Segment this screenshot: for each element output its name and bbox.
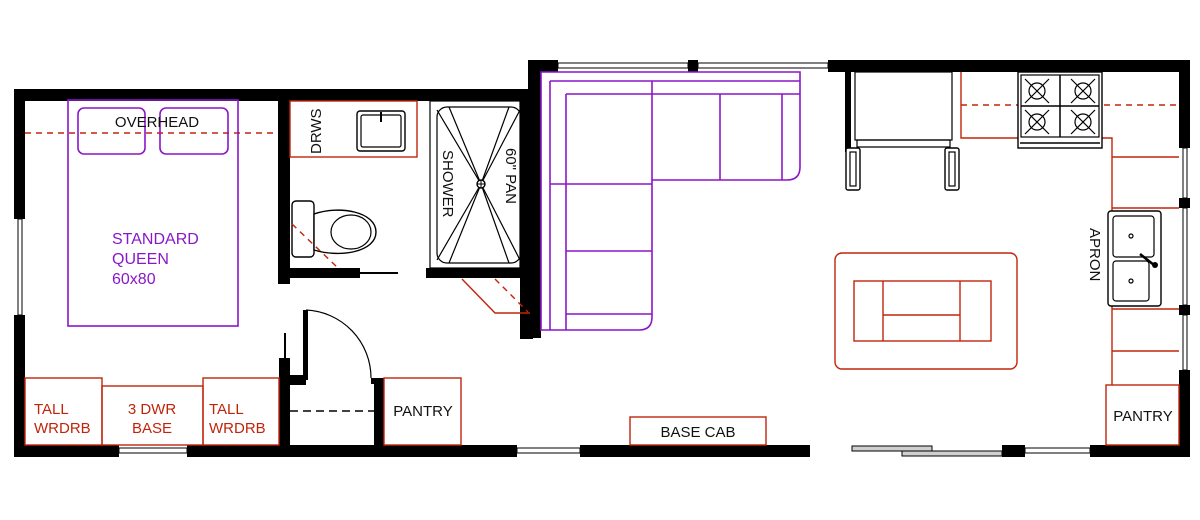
exterior-walls — [14, 60, 1190, 457]
hall-pantry-label: PANTRY — [393, 403, 452, 420]
living-room: BASE CAB — [540, 71, 801, 446]
dresser-line1: 3 DWR — [128, 401, 177, 418]
base-cabinet — [629, 416, 767, 446]
kitchen-window-lower — [1182, 314, 1188, 371]
bedroom: OVERHEAD STANDARD QUEEN 60x80 TALL WRDRB… — [24, 99, 280, 446]
tall-wardrobe-left-line2: WRDRB — [34, 420, 91, 437]
chair-right-icon — [944, 147, 960, 191]
bathroom-sink-icon — [356, 110, 406, 152]
sliding-door-panel-1 — [851, 445, 933, 452]
hall: PANTRY — [290, 309, 462, 446]
refrigerator-icon — [854, 71, 953, 148]
sliding-door-panel-2 — [901, 450, 1003, 457]
base-cab-label: BASE CAB — [660, 424, 735, 441]
door-swing-arc — [305, 309, 372, 379]
bed-label-line3: 60x80 — [112, 271, 156, 288]
living-top-window-left — [557, 62, 689, 69]
kitchen-bottom-window — [1024, 447, 1091, 454]
kitchen-pantry-label: PANTRY — [1113, 408, 1172, 425]
shower-door-swing — [461, 278, 530, 314]
shower-pan-label: 60" PAN — [502, 148, 519, 204]
tall-wardrobe-right-line2: WRDRB — [209, 420, 266, 437]
hall-pantry — [383, 377, 462, 446]
bedroom-side-window — [17, 218, 23, 316]
bathroom: DRWS SHOWER 60" PAN — [289, 100, 530, 314]
bed-label-line2: QUEEN — [112, 251, 169, 268]
interior-walls — [278, 89, 533, 457]
upper-counter — [960, 72, 1018, 139]
chair-left-icon — [845, 147, 861, 191]
sectional-sofa — [540, 71, 801, 331]
gas-range-icon — [1017, 71, 1103, 149]
kitchen-pantry — [1105, 384, 1180, 446]
kitchen-window-mid — [1182, 207, 1188, 306]
vanity-label: DRWS — [308, 108, 325, 154]
kitchen-island — [834, 252, 1018, 370]
shower-pan-icon — [429, 100, 522, 269]
kitchen-window-upper — [1182, 147, 1188, 199]
bed-label-line1: STANDARD — [112, 231, 199, 248]
vanity-drawers — [289, 100, 418, 158]
apron-sink-label: APRON — [1086, 228, 1103, 281]
apron-sink-icon — [1107, 210, 1162, 307]
kitchen: APRON PANTRY — [834, 71, 1180, 446]
tall-wardrobe-right-line1: TALL — [209, 401, 244, 418]
living-top-window-right — [697, 62, 829, 69]
pillow-right — [159, 107, 229, 155]
pillow-left — [77, 107, 146, 155]
overhead-label: OVERHEAD — [115, 114, 199, 131]
dresser-line2: BASE — [132, 420, 172, 437]
tall-wardrobe-left-line1: TALL — [34, 401, 69, 418]
living-bottom-window-left — [516, 447, 581, 454]
bedroom-bottom-window — [118, 447, 188, 454]
tall-wardrobe-right — [202, 377, 280, 446]
windows — [17, 62, 1188, 457]
shower-label: SHOWER — [439, 150, 456, 218]
toilet-icon — [291, 200, 377, 258]
queen-bed — [67, 99, 239, 327]
